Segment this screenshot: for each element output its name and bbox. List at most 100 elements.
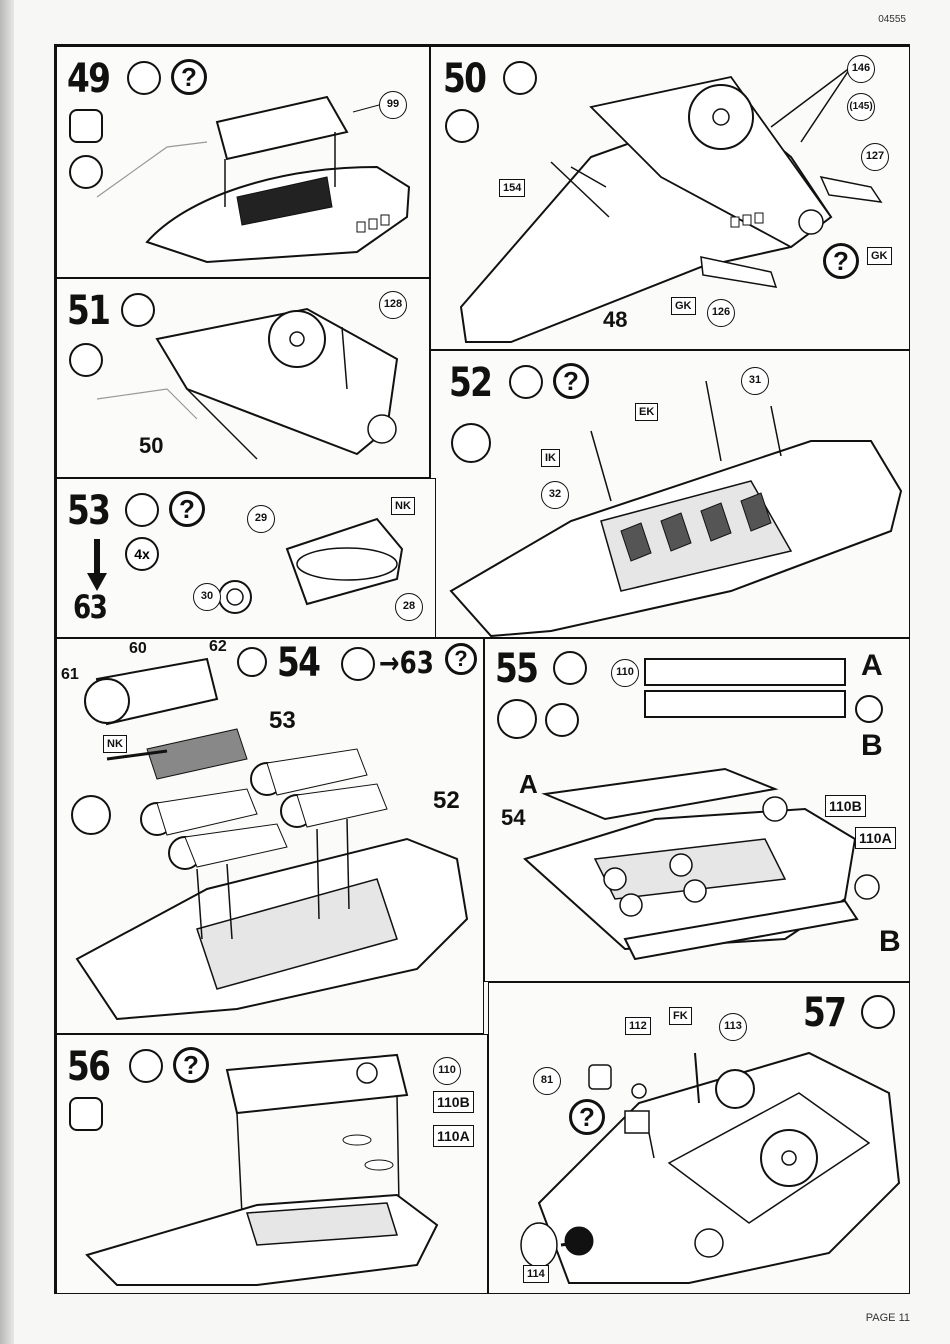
part-box-ek: EK (635, 403, 658, 421)
glue-tube-icon (125, 493, 159, 527)
part-box-nk: NK (391, 497, 415, 515)
drying-time-clock-icon (451, 423, 491, 463)
step-56-illustration (57, 1035, 488, 1294)
part-box-110B: 110B (433, 1091, 474, 1113)
callout-110: 110 (611, 659, 639, 687)
glue-tube-icon (121, 293, 155, 327)
part-box-110A: 110A (855, 827, 896, 849)
step-49-number: 49 (67, 59, 109, 99)
callout-32: 32 (541, 481, 569, 509)
glue-tube-icon (861, 995, 895, 1029)
callout-99: 99 (379, 91, 407, 119)
callout-126: 126 (707, 299, 735, 327)
callout-110: 110 (433, 1057, 461, 1085)
drying-time-clock-icon (497, 699, 537, 739)
step-57-panel: 57 112 FK 113 81 ? 114 (488, 982, 910, 1294)
instruction-frame: 49 ? 99 50 146 (145) 127 154 ? GK (54, 44, 910, 1294)
callout-146: 146 (847, 55, 875, 83)
step-57-illustration (489, 983, 910, 1294)
step-50-question-icon: ? (823, 243, 859, 279)
callout-29: 29 (247, 505, 275, 533)
step-54-illustration (57, 639, 484, 1034)
quantity-badge: 4x (125, 537, 159, 571)
step-49-question-icon: ? (171, 59, 207, 95)
step-49-illustration (57, 47, 430, 278)
step-52-illustration (431, 351, 910, 638)
page-number: PAGE 11 (866, 1312, 910, 1324)
step-50-panel: 50 146 (145) 127 154 ? GK GK 126 48 (430, 46, 910, 350)
knife-tool-icon (545, 703, 579, 737)
page-edge-shadow (0, 0, 14, 1344)
label-52: 52 (433, 789, 460, 813)
callout-30: 30 (193, 583, 221, 611)
reference-step-48: 48 (603, 309, 627, 331)
step-54-panel: 60 62 61 54 →63 ? NK 53 52 (56, 638, 484, 1034)
drying-time-clock-icon (71, 795, 111, 835)
step-49-panel: 49 ? 99 (56, 46, 430, 278)
step-53-illustration (57, 479, 436, 638)
step-51-number: 51 (67, 291, 109, 331)
rotate-view-icon (445, 109, 479, 143)
glue-tube-icon (129, 1049, 163, 1083)
part-box-gk-bottom: GK (671, 297, 696, 315)
label-53: 53 (269, 709, 296, 733)
step-55-number: 55 (495, 649, 537, 689)
part-box-114: 114 (523, 1265, 549, 1283)
knife-tool-icon-small (855, 695, 883, 723)
step-57-question-icon: ? (569, 1099, 605, 1135)
callout-28: 28 (395, 593, 423, 621)
callout-127: 127 (861, 143, 889, 171)
step-52-number: 52 (449, 363, 491, 403)
step-51-illustration (57, 279, 430, 478)
label-B-bottom: B (879, 927, 901, 957)
step-54-number: 54 (277, 643, 319, 683)
callout-31: 31 (741, 367, 769, 395)
label-61: 61 (61, 667, 79, 683)
callout-113: 113 (719, 1013, 747, 1041)
step-52-panel: 52 ? 31 EK IK 32 (430, 350, 910, 638)
step-56-number: 56 (67, 1047, 109, 1087)
part-box-ik: IK (541, 449, 560, 467)
part-box-154: 154 (499, 179, 525, 197)
rotate-view-icon (69, 343, 103, 377)
step-53-go-to-63: 63 (73, 591, 106, 623)
rotate-view-icon (69, 155, 103, 189)
callout-128: 128 (379, 291, 407, 319)
paint-tool-icon (69, 109, 103, 143)
step-53-panel: 53 ? 4x 63 29 NK 30 28 (56, 478, 436, 638)
step-55-panel: 55 110 A B A 110B 54 110A B (484, 638, 910, 982)
step-54-go-to-63: →63 (379, 649, 434, 679)
label-62: 62 (209, 639, 227, 655)
glue-tube-icon (341, 647, 375, 681)
label-A-top: A (861, 651, 883, 681)
reference-step-50: 50 (139, 435, 163, 457)
label-A-left: A (519, 771, 538, 797)
label-B-top: B (861, 731, 883, 761)
part-box-112: 112 (625, 1017, 651, 1035)
glue-tube-icon (553, 651, 587, 685)
step-56-panel: 56 ? 110 110B 110A (56, 1034, 488, 1294)
part-box-fk: FK (669, 1007, 692, 1025)
document-code: 04555 (878, 14, 906, 25)
step-57-number: 57 (803, 993, 845, 1033)
label-54: 54 (501, 807, 525, 829)
callout-81: 81 (533, 1067, 561, 1095)
step-53-number: 53 (67, 491, 109, 531)
step-53-question-icon: ? (169, 491, 205, 527)
glue-tube-icon (127, 61, 161, 95)
glue-tube-icon (503, 61, 537, 95)
part-box-gk-right: GK (867, 247, 892, 265)
step-56-question-icon: ? (173, 1047, 209, 1083)
step-54-question-icon: ? (445, 643, 477, 675)
step-50-number: 50 (443, 59, 485, 99)
sea-decal-icon (237, 647, 267, 677)
step-51-panel: 51 128 50 (56, 278, 430, 478)
knife-tool-icon (715, 1069, 755, 1109)
part-box-nk: NK (103, 735, 127, 753)
glue-tube-icon (509, 365, 543, 399)
part-box-110B: 110B (825, 795, 866, 817)
step-52-question-icon: ? (553, 363, 589, 399)
part-box-110A: 110A (433, 1125, 474, 1147)
paint-tool-icon (69, 1097, 103, 1131)
callout-145: (145) (847, 93, 875, 121)
